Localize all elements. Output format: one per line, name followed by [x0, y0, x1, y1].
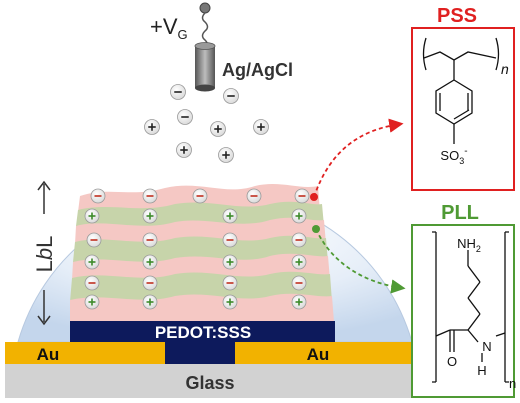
lbl-label: LbL: [32, 236, 57, 273]
free-ions: [144, 84, 269, 163]
plus-ion-icon: [142, 208, 158, 224]
film-pink-layer-3: [72, 253, 330, 280]
pll-title: PLL: [441, 202, 479, 224]
electrode-label: Ag/AgCl: [222, 60, 293, 80]
pll-structure: [432, 231, 509, 383]
film-green-layer-3: [70, 271, 332, 302]
plus-ion-icon: [218, 147, 234, 163]
electrode-icon: [194, 42, 216, 92]
gold-contact-left: [5, 342, 165, 364]
gate-voltage-label: +VG: [150, 14, 188, 42]
plus-ion-icon: [222, 254, 238, 270]
minus-ion-icon: [192, 188, 208, 204]
substrate-label: Glass: [185, 373, 234, 393]
plus-ion-icon: [291, 208, 307, 224]
channel-label: PEDOT:SSS: [155, 323, 251, 342]
pedot-channel-gap: [165, 342, 235, 364]
film-pink-layer-4: [70, 293, 334, 322]
pss-sulfonate-label: SO3-: [440, 146, 467, 166]
plus-ion-icon: [291, 254, 307, 270]
film-green-layer-1: [76, 201, 324, 226]
right-contact-label: Au: [307, 345, 330, 364]
minus-ion-icon: [222, 275, 238, 291]
minus-ion-icon: [291, 275, 307, 291]
minus-ion-icon: [222, 232, 238, 248]
minus-ion-icon: [177, 109, 193, 125]
pss-structure: [422, 37, 500, 144]
plus-ion-icon: [144, 119, 160, 135]
plus-ion-icon: [142, 254, 158, 270]
pss-subscript-n: n: [501, 61, 509, 77]
minus-ion-icon: [142, 188, 158, 204]
pll-structure-box: [411, 224, 515, 398]
pll-amine-label: NH2: [457, 236, 481, 254]
plus-ion-icon: [84, 294, 100, 310]
minus-ion-icon: [90, 188, 106, 204]
minus-ion-icon: [294, 188, 310, 204]
minus-ion-icon: [142, 232, 158, 248]
lbl-film: [70, 184, 334, 322]
left-contact-label: Au: [37, 345, 60, 364]
glass-substrate: [5, 364, 415, 398]
gold-contact-right: [235, 342, 415, 364]
pll-nitrogen-label: N: [482, 339, 491, 354]
minus-ion-icon: [142, 275, 158, 291]
plus-ion-icon: [84, 254, 100, 270]
pedot-channel: [70, 321, 335, 342]
plus-ion-icon: [142, 294, 158, 310]
pll-callout-arrow: [315, 228, 406, 294]
film-green-layer-2: [73, 235, 328, 262]
plus-ion-icon: [210, 121, 226, 137]
double-arrow-icon: [37, 180, 51, 326]
plus-ion-icon: [253, 119, 269, 135]
pll-oxygen-label: O: [447, 354, 457, 369]
plus-ion-icon: [291, 294, 307, 310]
pll-subscript-n: n: [509, 376, 516, 391]
pss-title: PSS: [437, 5, 477, 27]
pss-callout-arrow: [313, 118, 404, 198]
minus-ion-icon: [223, 88, 239, 104]
plus-ion-icon: [222, 208, 238, 224]
minus-ion-icon: [246, 188, 262, 204]
plus-ion-icon: [176, 142, 192, 158]
plus-ion-icon: [84, 208, 100, 224]
minus-ion-icon: [291, 232, 307, 248]
minus-ion-icon: [86, 232, 102, 248]
plus-ion-icon: [222, 294, 238, 310]
film-pink-layer-2: [75, 217, 326, 244]
minus-ion-icon: [84, 275, 100, 291]
minus-ion-icon: [170, 84, 186, 100]
film-ions: [84, 188, 310, 310]
pll-hydrogen-label: H: [477, 363, 486, 378]
